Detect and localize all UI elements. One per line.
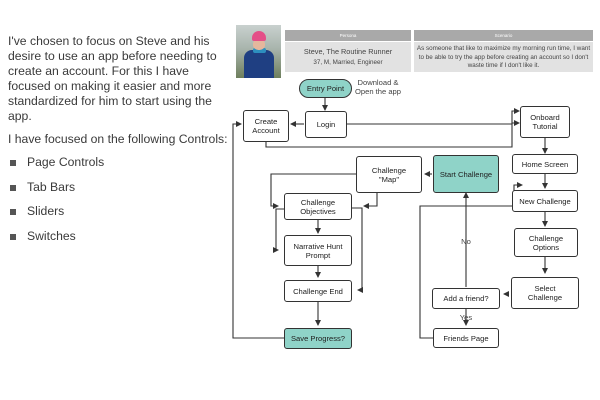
scenario-text: As someone that like to maximize my morn… bbox=[414, 42, 593, 72]
bullet-icon bbox=[10, 209, 16, 215]
list-item: Switches bbox=[8, 229, 230, 244]
home-screen-node[interactable]: Home Screen bbox=[512, 154, 578, 174]
challenge-objectives-node[interactable]: Challenge Objectives bbox=[284, 193, 352, 220]
control-label: Tab Bars bbox=[27, 179, 76, 194]
login-node[interactable]: Login bbox=[305, 111, 347, 138]
control-label: Switches bbox=[27, 228, 76, 243]
scenario-header: Scenario bbox=[414, 30, 593, 41]
list-item: Sliders bbox=[8, 204, 230, 219]
narrative-hunt-prompt-node[interactable]: Narrative Hunt Prompt bbox=[284, 235, 352, 266]
intro-paragraph: I've chosen to focus on Steve and his de… bbox=[8, 34, 217, 123]
new-challenge-node[interactable]: New Challenge bbox=[512, 190, 578, 212]
challenge-options-node[interactable]: Challenge Options bbox=[514, 228, 578, 257]
bullet-icon bbox=[10, 184, 16, 191]
create-account-node[interactable]: Create Account bbox=[243, 110, 289, 142]
persona-photo bbox=[236, 25, 281, 78]
bullet-icon bbox=[10, 233, 16, 240]
add-friend-node[interactable]: Add a friend? bbox=[432, 288, 500, 309]
bullet-icon bbox=[10, 160, 16, 166]
challenge-map-node[interactable]: Challenge "Map" bbox=[356, 156, 422, 193]
control-label: Sliders bbox=[27, 204, 65, 218]
controls-list: Page Controls Tab Bars Sliders Switches bbox=[8, 155, 230, 244]
select-challenge-node[interactable]: Select Challenge bbox=[511, 277, 579, 309]
control-label: Page Controls bbox=[27, 155, 105, 169]
controls-intro: I have focused on the following Controls… bbox=[8, 132, 228, 146]
yes-label: Yes bbox=[459, 313, 473, 322]
challenge-end-node[interactable]: Challenge End bbox=[284, 280, 352, 302]
list-item: Page Controls bbox=[8, 155, 230, 170]
entry-point-node[interactable]: Entry Point bbox=[299, 79, 352, 98]
download-note: Download & Open the app bbox=[354, 78, 402, 96]
start-challenge-node[interactable]: Start Challenge bbox=[433, 155, 499, 193]
save-progress-node[interactable]: Save Progress? bbox=[284, 328, 352, 349]
persona-card: Steve, The Routine Runner 37, M, Married… bbox=[285, 42, 411, 72]
friends-page-node[interactable]: Friends Page bbox=[433, 328, 499, 348]
onboard-tutorial-node[interactable]: Onboard Tutorial bbox=[520, 106, 570, 138]
list-item: Tab Bars bbox=[8, 180, 230, 195]
no-label: No bbox=[461, 237, 471, 246]
persona-name: Steve, The Routine Runner bbox=[303, 47, 393, 56]
persona-details: 37, M, Married, Engineer bbox=[313, 59, 383, 66]
intro-text: I've chosen to focus on Steve and his de… bbox=[8, 34, 230, 253]
persona-header: Persona bbox=[285, 30, 411, 41]
